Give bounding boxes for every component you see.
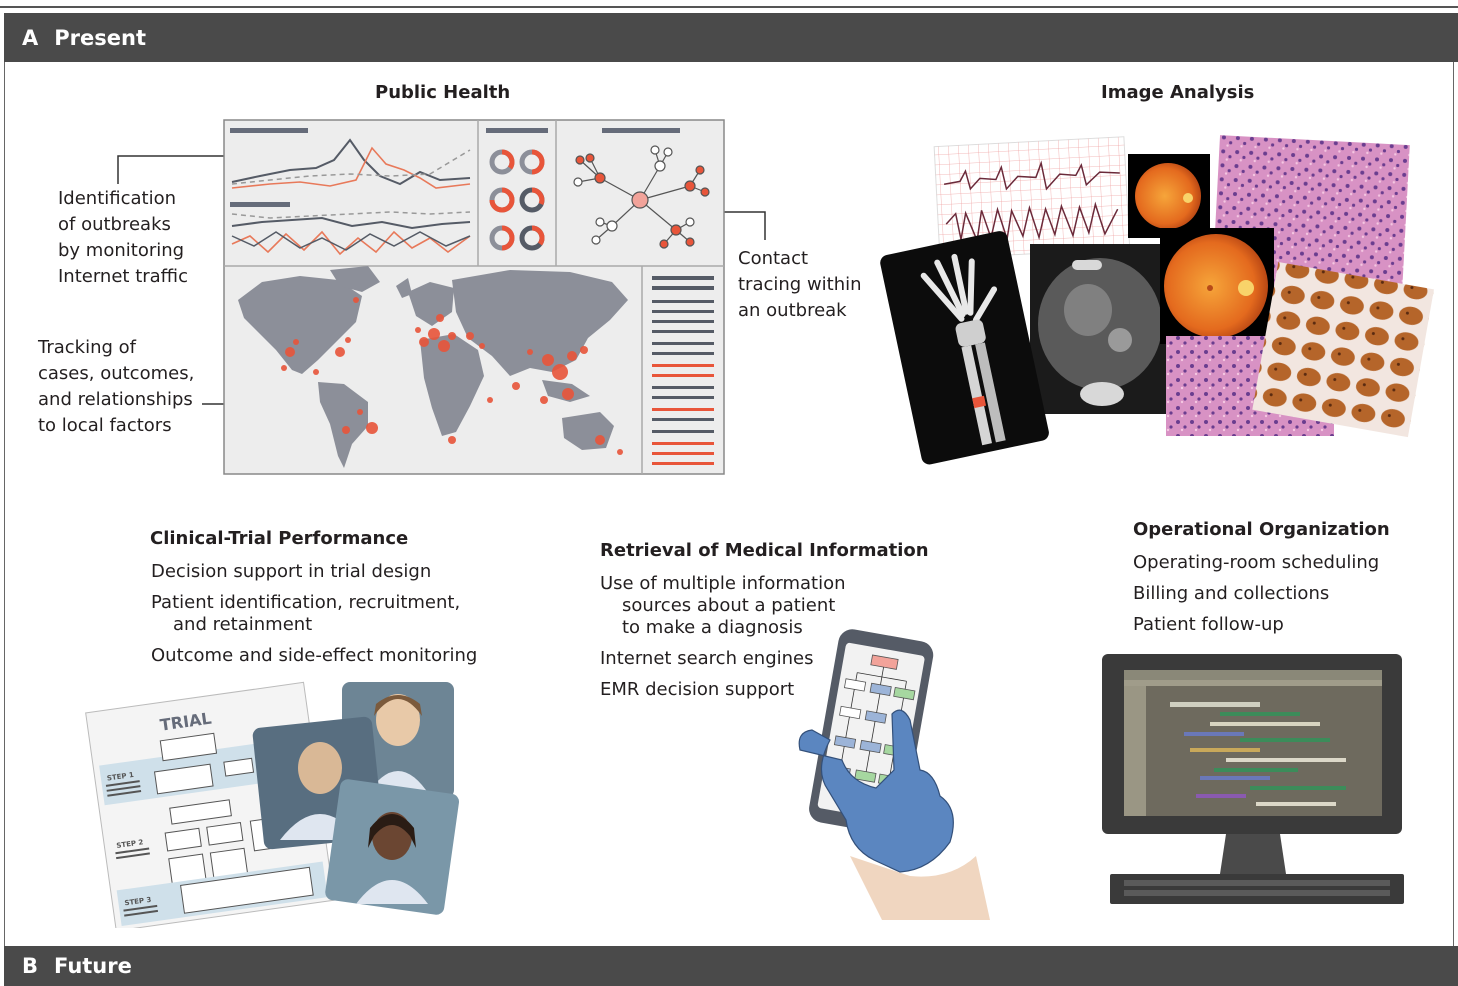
trial-item: Decision support in trial design (151, 561, 432, 582)
trial-step-label: STEP 1 (106, 771, 134, 783)
wrist (850, 856, 990, 920)
retrieval-item: Internet search engines (600, 648, 814, 669)
operational-item: Operating-room scheduling (1133, 552, 1380, 573)
tracking-label-line: to local factors (38, 415, 172, 436)
donut-charts (489, 149, 545, 251)
operational-item: Patient follow-up (1133, 614, 1284, 635)
monitor-screen (1124, 670, 1382, 816)
retrieval-item-cont: to make a diagnosis (622, 617, 803, 638)
trial-item: Patient identification, recruitment, (151, 592, 461, 613)
panel-a-letter: A (22, 25, 39, 50)
outbreak-label: Identification of outbreaks by monitorin… (58, 186, 188, 290)
outbreak-leader-line (117, 155, 248, 184)
panel-b-title: Future (54, 954, 132, 978)
traffic-line-orange (231, 146, 471, 189)
monitor-stand (1220, 834, 1286, 874)
tracking-label-line: Tracking of (38, 337, 137, 358)
medical-image-collage (880, 135, 1434, 465)
traffic-line-dashed (231, 211, 471, 219)
case-list (652, 276, 714, 465)
public-health-title: Public Health (375, 82, 511, 103)
top-rule (0, 6, 1458, 8)
traffic-line-orange (231, 230, 471, 256)
panel-b-letter: B (22, 954, 39, 978)
xray-hand-image (880, 231, 1049, 465)
phone-illustration (798, 629, 990, 920)
traffic-line-dashed (231, 149, 471, 185)
retrieval-item: EMR decision support (600, 679, 795, 700)
outbreak-label-line: of outbreaks (58, 214, 171, 235)
tracking-label-line: and relationships (38, 389, 193, 410)
traffic-line-dark-2 (231, 231, 471, 251)
operational-list: Operating-room scheduling Billing and co… (1133, 552, 1379, 636)
glove (798, 709, 954, 873)
outbreak-label-line: Internet traffic (58, 266, 188, 287)
image-analysis-title: Image Analysis (1101, 82, 1255, 103)
trial-item: Outcome and side-effect monitoring (151, 645, 478, 666)
outbreak-markers (281, 297, 623, 455)
contact-label-line: an outbreak (738, 300, 847, 321)
tracking-label-line: cases, outcomes, (38, 363, 195, 384)
panel-a-header: A Present (4, 13, 1458, 62)
chart-title-bar (230, 202, 290, 207)
network-title-bar (602, 128, 680, 133)
panel-a-frame (4, 62, 1454, 946)
retrieval-list: Use of multiple information sources abou… (600, 573, 846, 701)
ihc-image (1252, 261, 1434, 438)
panel-b-header: B Future (4, 946, 1458, 986)
retrieval-title: Retrieval of Medical Information (600, 540, 929, 561)
outbreak-label-line: by monitoring (58, 240, 185, 261)
tracking-label: Tracking of cases, outcomes, and relatio… (38, 335, 194, 439)
world-map (238, 266, 628, 468)
panel-a-title: Present (54, 25, 146, 50)
contact-leader-line (708, 211, 766, 240)
trial-illustration: TRIAL STEP 1 STEP 2 STEP 3 (85, 681, 460, 928)
outbreak-label-line: Identification (58, 188, 177, 209)
clinical-trial-title: Clinical-Trial Performance (150, 528, 409, 549)
operational-title: Operational Organization (1133, 519, 1390, 540)
ecg-image (933, 136, 1131, 260)
chart-title-bar (230, 128, 308, 133)
clinical-trial-list: Decision support in trial design Patient… (151, 561, 477, 667)
network-nodes (573, 145, 710, 249)
traffic-line-dark (231, 216, 471, 230)
operational-item: Billing and collections (1133, 583, 1330, 604)
trial-step-label: STEP 2 (116, 838, 144, 850)
trial-item-cont: and retainment (173, 614, 313, 635)
traffic-line-dark (231, 138, 471, 186)
trial-form: TRIAL STEP 1 STEP 2 STEP 3 (85, 681, 335, 928)
scheduling-monitor (1102, 654, 1404, 904)
retrieval-item: Use of multiple information (600, 573, 846, 594)
keyboard (1110, 874, 1404, 904)
donut-title-bar (486, 128, 548, 133)
schedule-blocks (1170, 702, 1346, 806)
trial-step-label: STEP 3 (124, 896, 152, 908)
retrieval-item-cont: sources about a patient (622, 595, 836, 616)
contact-tracing-label: Contact tracing within an outbreak (738, 246, 862, 324)
contact-label-line: tracing within (738, 274, 862, 295)
contact-label-line: Contact (738, 248, 809, 269)
